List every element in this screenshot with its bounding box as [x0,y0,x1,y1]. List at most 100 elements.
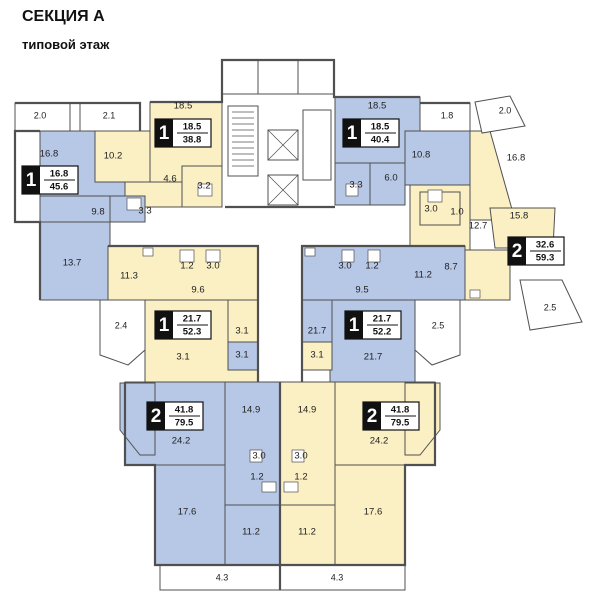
outer-wall [150,58,420,104]
room-area-label: 1.2 [180,261,193,272]
lift-1-cross [267,129,299,161]
room-area-label: 9.5 [355,285,368,296]
room-area-label: 3.2 [197,181,210,192]
bay-window-g [119,382,156,456]
sanitary-fixture [341,249,355,263]
badge-total-area: 59.3 [536,253,555,264]
badge-room-count-box [345,311,363,339]
lift-2-cross [267,174,299,206]
apartment-badge-apt-f: 1 21.7 52.2 [344,310,402,340]
sanitary-fixture [205,249,221,263]
room-area-label: 1.0 [450,207,463,218]
outer-wall [300,244,465,382]
sanitary-fixture [427,189,443,203]
room-area-label: 17.6 [364,507,383,518]
room-area-label: 1.2 [250,472,263,483]
room-area-label: 11.2 [242,527,260,538]
room-area-label: 16.8 [507,153,526,164]
sanitary-fixture [249,449,263,463]
room-area-label: 11.3 [120,271,138,282]
badge-room-count-box [508,237,526,265]
room-area-label: 3.0 [338,261,351,272]
room-area-label: 17.6 [178,507,197,518]
balcony-area-label: 2.5 [544,302,557,312]
outer-wall [108,244,260,382]
badge-room-count-box [22,166,40,194]
badge-total-area: 40.4 [371,135,390,146]
badge-total-area: 52.2 [373,327,392,338]
outer-wall [13,129,42,300]
room-living-d1 [469,130,516,221]
balcony-area-label: 2.0 [499,105,512,115]
core-top-stair [257,59,299,95]
room-area-label: 3.1 [235,350,248,361]
room-area-label: 11.2 [414,270,432,281]
room-area-label: 12.7 [469,221,488,232]
sanitary-fixture [179,249,195,263]
room-area-label: 8.7 [444,262,457,273]
room-area-label: 3.0 [206,261,219,272]
badge-total-area: 38.8 [183,135,202,146]
room-area-label: 3.0 [424,204,437,215]
badge-total-area: 52.3 [183,327,202,338]
section-title: СЕКЦИЯ А [22,8,105,25]
room-area-label: 3.0 [294,451,307,462]
badge-living-area: 18.5 [371,122,390,133]
balcony-e [519,279,583,331]
badge-room-count-box [363,402,381,430]
badge-room-count-box [155,119,173,147]
badge-room-count-box [343,119,361,147]
sanitary-fixture [126,197,142,211]
sanitary-fixture [197,183,213,197]
badge-room-count-box [147,402,165,430]
room-area-label: 1.2 [294,472,307,483]
sanitary-fixture [469,289,481,299]
room-area-label: 9.8 [91,207,104,218]
badge-total-area: 79.5 [175,418,194,429]
service-shaft [302,109,332,181]
room-area-label: 24.2 [172,436,191,447]
room-kitchen-f [301,245,466,301]
room-area-label: 3.3 [349,180,362,191]
balcony-area-label: 4.3 [331,572,344,582]
room-area-label: 13.7 [63,258,82,269]
room-area-label: 3.3 [138,206,151,217]
sanitary-fixture [345,183,359,197]
room-area-label: 14.9 [242,405,261,416]
room-area-label: 18.5 [174,101,193,112]
balcony-area-label: 4.3 [216,572,229,582]
badge-living-area: 41.8 [175,405,194,416]
badge-room-count: 1 [349,315,360,336]
room-area-label: 3.0 [252,451,265,462]
room-area-label: 24.2 [370,436,389,447]
sanitary-fixture [367,249,381,263]
balcony-area-label: 2.1 [103,110,116,120]
room-area-label: 18.5 [368,101,387,112]
badge-living-area: 21.7 [183,314,202,325]
badge-total-area: 45.6 [50,182,69,193]
core-layer [221,59,335,206]
sanitary-fixture [283,481,299,493]
balcony-g [414,299,461,366]
badge-room-count: 1 [26,170,37,191]
room-area-label: 10.2 [104,151,123,162]
room-area-label: 3.1 [176,352,189,363]
sanitary-fixture [142,247,154,257]
room-area-label: 4.6 [163,174,176,185]
room-area-label: 3.1 [235,326,248,337]
walls-layer [13,58,470,590]
badge-room-count: 1 [159,315,170,336]
apartment-badge-apt-e: 1 21.7 52.3 [154,310,212,340]
room-area-label: 16.8 [40,149,59,160]
badge-living-area: 21.7 [373,314,392,325]
room-area-label: 6.0 [384,173,397,184]
room-area-label: 11.2 [298,527,316,538]
